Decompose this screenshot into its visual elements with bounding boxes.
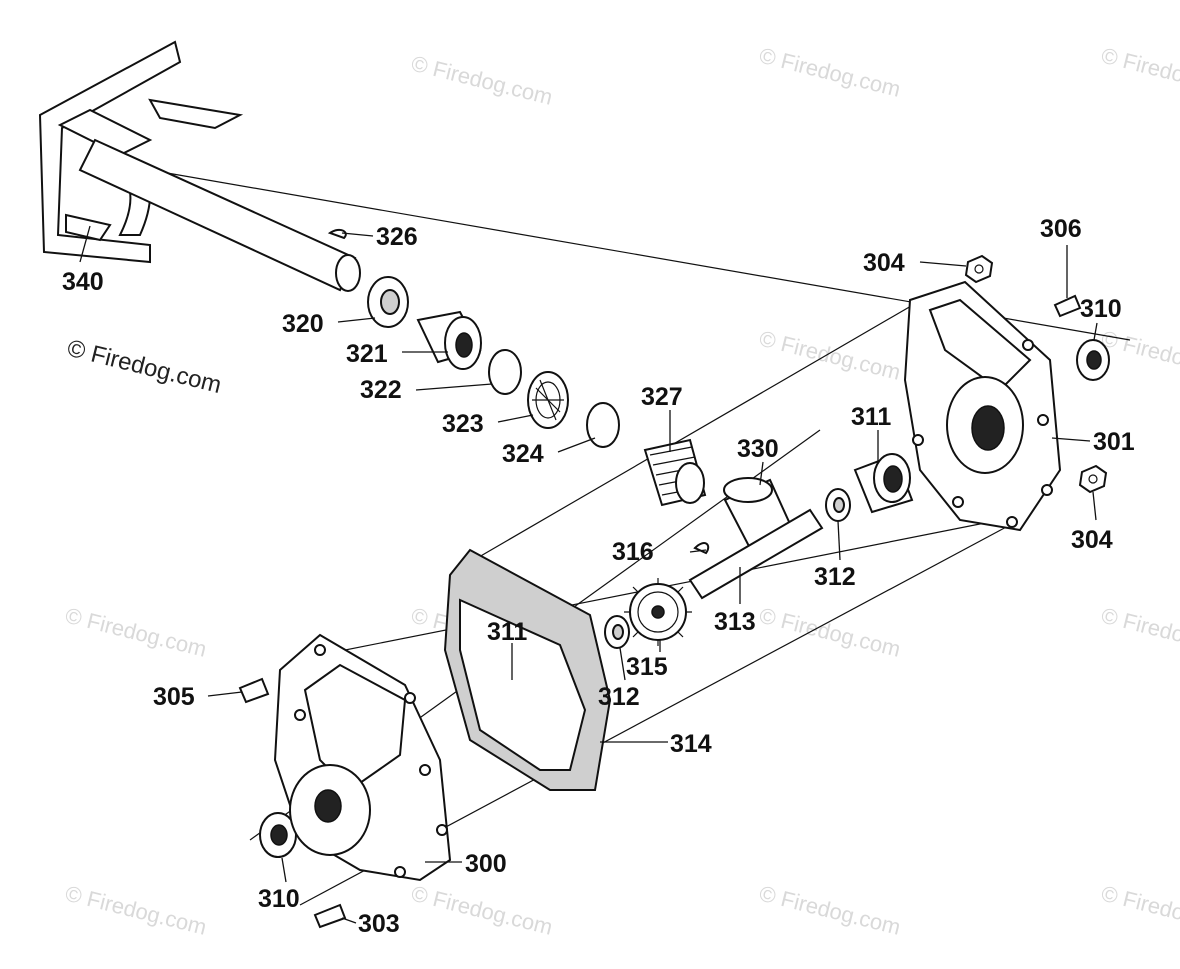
callout-303: 303 — [358, 910, 400, 938]
seal-310-left — [259, 812, 297, 858]
nut-304-bottom — [1078, 464, 1108, 494]
callout-327: 327 — [641, 383, 683, 411]
callout-322: 322 — [360, 376, 402, 404]
screw-305 — [238, 677, 270, 704]
shaft-313 — [688, 508, 824, 600]
callout-301: 301 — [1093, 428, 1135, 456]
auger-impeller-340 — [38, 40, 361, 292]
callout-310-right: 310 — [1080, 295, 1122, 323]
callout-310-left: 310 — [258, 885, 300, 913]
callout-324: 324 — [502, 440, 544, 468]
nut-304-top — [964, 254, 994, 284]
watermark: © Firedog.com — [757, 603, 903, 662]
callout-312-right: 312 — [814, 563, 856, 591]
watermark: © Firedog.com — [63, 603, 209, 662]
bolt-306 — [1053, 294, 1082, 318]
watermark: © Firedog.com — [1099, 603, 1180, 662]
watermark: © Firedog.com — [409, 51, 555, 110]
worm-gear-327 — [643, 438, 707, 507]
thrust-bearing-323 — [527, 371, 569, 429]
gear-case-300 — [273, 633, 452, 882]
gear-315 — [624, 578, 692, 646]
watermark: © Firedog.com — [409, 881, 555, 940]
callout-311-left: 311 — [487, 618, 527, 646]
washer-312-right — [825, 488, 851, 522]
gasket-314 — [443, 548, 612, 791]
callout-304-top: 304 — [863, 249, 905, 277]
callout-320: 320 — [282, 310, 324, 338]
callout-314: 314 — [670, 730, 712, 758]
callout-306: 306 — [1040, 215, 1082, 243]
seal-310-right — [1076, 339, 1110, 381]
bushing-311-right — [853, 453, 914, 514]
watermark: © Firedog.com — [1099, 43, 1180, 102]
copyright-text: © Firedog.com — [65, 335, 225, 399]
pin-326 — [327, 228, 347, 240]
watermark: © Firedog.com — [63, 881, 209, 940]
callout-326: 326 — [376, 223, 418, 251]
callout-labels: 340 326 320 321 322 323 324 327 330 311 … — [62, 215, 1135, 938]
watermark: © Firedog.com — [1099, 326, 1180, 385]
callout-321: 321 — [346, 340, 388, 368]
callout-304-bottom: 304 — [1071, 526, 1113, 554]
washer-312-left — [604, 615, 630, 649]
callout-330: 330 — [737, 435, 779, 463]
callout-312-left: 312 — [598, 683, 640, 711]
callout-316: 316 — [612, 538, 654, 566]
callout-313: 313 — [714, 608, 756, 636]
callout-311-right: 311 — [851, 403, 891, 431]
callout-300: 300 — [465, 850, 507, 878]
screw-303 — [313, 903, 347, 929]
washer-324 — [586, 402, 620, 448]
washer-320 — [367, 276, 409, 328]
bearing-321 — [416, 310, 482, 370]
callout-315: 315 — [626, 653, 668, 681]
watermark: © Firedog.com — [757, 43, 903, 102]
watermark: © Firedog.com — [757, 881, 903, 940]
washer-322 — [488, 349, 522, 395]
gear-case-301 — [903, 280, 1062, 532]
watermark: © Firedog.com — [757, 326, 903, 385]
callout-323: 323 — [442, 410, 484, 438]
callout-340: 340 — [62, 268, 104, 296]
leader-lines — [79, 225, 1098, 924]
watermark: © Firedog.com — [1099, 881, 1180, 940]
callout-305: 305 — [153, 683, 195, 711]
